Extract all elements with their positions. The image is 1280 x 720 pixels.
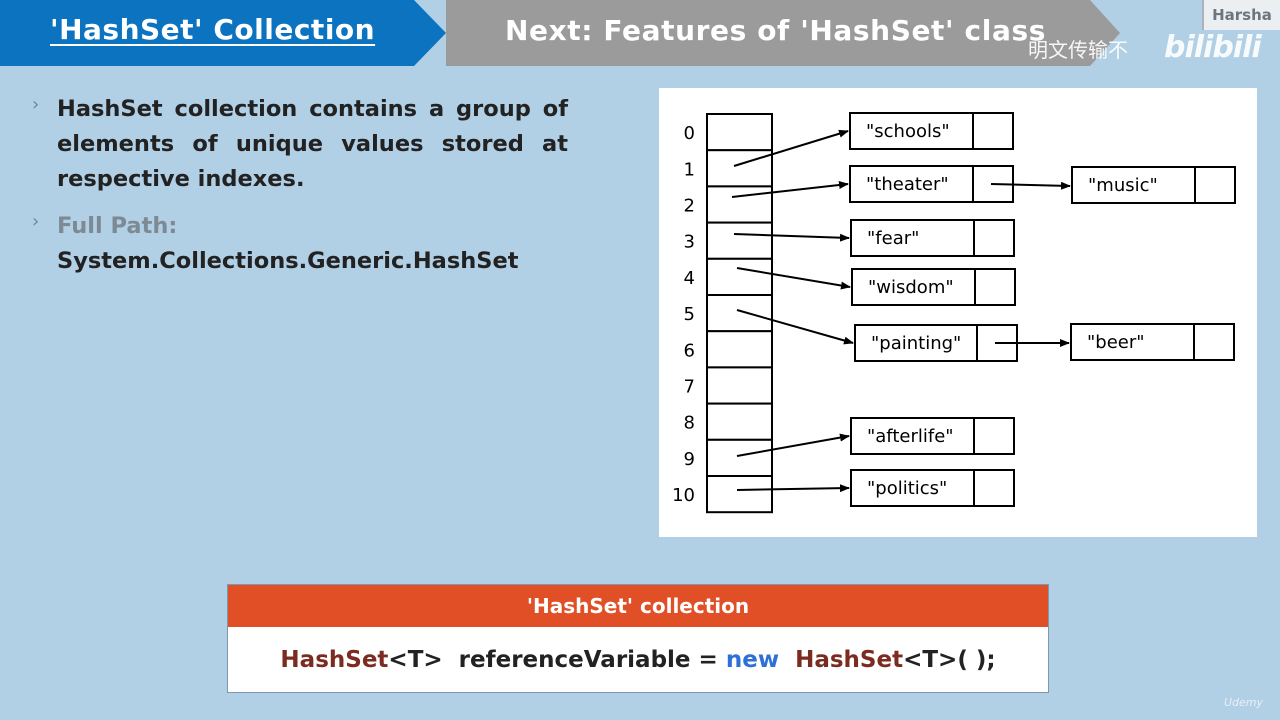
bucket-slot — [706, 113, 773, 152]
node-fear — [850, 219, 1015, 257]
bullet-item-description: › HashSet collection contains a group of… — [32, 92, 568, 197]
pointer-arrow — [736, 433, 850, 457]
author-badge: Harsha — [1202, 0, 1280, 30]
bucket-index-label: 3 — [684, 232, 695, 253]
next-topic-tab — [446, 0, 1120, 66]
pointer-arrow — [733, 129, 849, 167]
next-topic-title: Next: Features of 'HashSet' class — [505, 14, 1046, 47]
chevron-right-icon: › — [32, 94, 40, 115]
full-path-value: System.Collections.Generic.HashSet — [57, 248, 519, 274]
chevron-right-icon: › — [32, 211, 40, 232]
pointer-arrow — [736, 267, 851, 290]
bilibili-logo: bilibili — [1164, 30, 1262, 65]
bucket-slot — [706, 402, 773, 441]
pointer-arrow — [736, 484, 850, 493]
syntax-box-title: 'HashSet' collection — [228, 585, 1048, 627]
bucket-slot — [706, 294, 773, 333]
current-topic-title: 'HashSet' Collection — [50, 13, 376, 46]
pointer-arrow — [731, 181, 849, 198]
bullet-item-full-path: › Full Path: System.Collections.Generic.… — [32, 209, 568, 279]
hashset-diagram-svg: 0 1 2 3 4 5 6 7 8 9 10 "schools" "theater" "music" "fe… — [672, 112, 1236, 514]
node-painting — [854, 324, 1018, 362]
hashset-diagram: 0 1 2 3 4 5 6 7 8 9 10 "schools" "theater" "music" "fe… — [659, 88, 1257, 537]
node-label: "politics" — [867, 478, 947, 499]
node-label: "theater" — [866, 174, 949, 195]
syntax-code-line: HashSet<T> referenceVariable = new HashS… — [228, 627, 1048, 693]
bullet-text: HashSet collection contains a group of e… — [57, 96, 568, 192]
bucket-index-label: 4 — [684, 268, 695, 289]
bucket-slot — [706, 438, 773, 477]
node-politics — [850, 469, 1015, 507]
bucket-slot — [706, 221, 773, 260]
full-path-label: Full Path: — [57, 213, 178, 239]
pointer-arrow — [990, 181, 1071, 190]
reference-variable: referenceVariable — [458, 647, 691, 673]
type-keyword: HashSet — [280, 647, 389, 673]
pointer-arrow — [736, 309, 854, 345]
node-wisdom — [851, 268, 1016, 306]
bucket-index-label: 6 — [684, 340, 695, 361]
new-keyword: new — [725, 647, 780, 673]
node-theater — [849, 165, 1014, 203]
constructor-type: HashSet — [795, 647, 904, 673]
bucket-index-label: 0 — [684, 123, 695, 144]
watermark-text: 明文传输不 — [1028, 38, 1128, 62]
pointer-arrow — [733, 233, 850, 242]
bucket-slot — [706, 366, 773, 405]
node-label: "painting" — [871, 333, 961, 354]
node-music — [1071, 166, 1236, 204]
node-label: "wisdom" — [868, 277, 954, 298]
syntax-box: 'HashSet' collection HashSet<T> referenc… — [227, 584, 1049, 693]
bucket-slot — [706, 149, 773, 188]
udemy-logo: Udemy — [1224, 696, 1264, 709]
bullet-text: Full Path: System.Collections.Generic.Ha… — [57, 209, 568, 279]
bucket-index-label: 5 — [684, 304, 695, 325]
node-beer — [1070, 323, 1235, 361]
bucket-slot — [706, 257, 773, 297]
generic-param: <T> — [388, 647, 443, 673]
bucket-index-label: 7 — [684, 377, 695, 398]
bucket-slot — [706, 475, 773, 514]
bucket-index-label: 10 — [672, 485, 695, 506]
bucket-slot — [706, 330, 773, 369]
current-topic-tab — [0, 0, 446, 66]
bucket-index-label: 8 — [684, 413, 695, 434]
node-label: "afterlife" — [867, 426, 954, 447]
bucket-index-label: 1 — [684, 159, 695, 180]
node-schools — [849, 112, 1014, 150]
bullet-list: › HashSet collection contains a group of… — [32, 92, 568, 291]
equals-sign: = — [698, 647, 718, 673]
node-label: "schools" — [866, 121, 950, 142]
constructor-tail: <T>( ); — [903, 647, 996, 673]
node-label: "music" — [1088, 175, 1158, 196]
node-afterlife — [850, 417, 1015, 455]
node-label: "fear" — [867, 228, 919, 249]
node-label: "beer" — [1087, 332, 1145, 353]
bucket-index-label: 2 — [684, 196, 695, 217]
bucket-index-label: 9 — [684, 449, 695, 470]
bucket-slot — [706, 185, 773, 224]
